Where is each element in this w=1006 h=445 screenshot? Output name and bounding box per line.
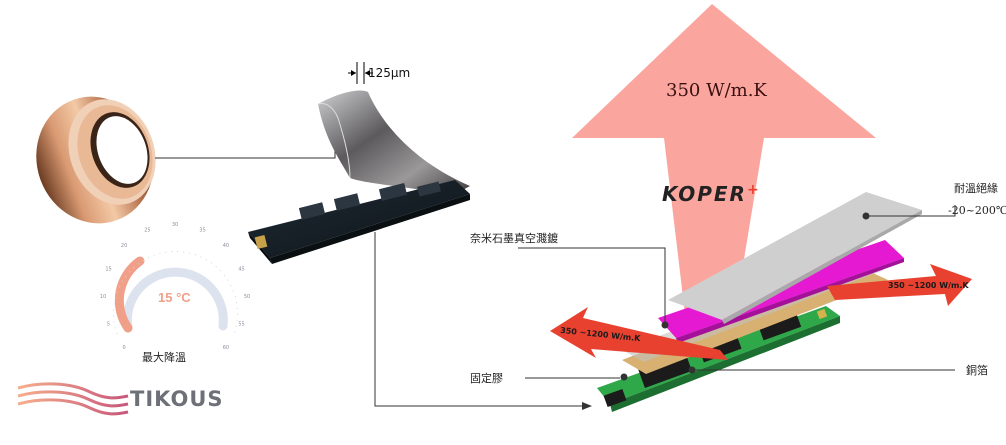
callout-lines [518,205,956,379]
exploded-stack [597,192,922,412]
gauge-tick-60: 60 [223,345,229,351]
brand-logo: TIKOUS [130,387,224,411]
gauge-fill [114,256,145,333]
callout-fixing-glue: 固定膠 [470,372,503,385]
callout-dot-graphite [661,321,669,329]
gauge-tick-50: 50 [244,294,250,300]
copper-tape-roll [36,96,156,224]
main-heat-arrow [572,4,876,356]
koper-logo-text: KOPER [662,182,747,206]
gauge-tick-10: 10 [100,294,106,300]
insulation-layer [668,192,922,320]
gauge-value: 15 °C [158,290,191,305]
gauge-caption: 最大降溫 [142,351,186,364]
temperature-gauge [113,251,238,335]
callout-dot-copper [688,366,696,374]
gauge-tick-30: 30 [172,222,178,228]
thickness-label: 125µm [368,66,411,80]
gauge-tick-0: 0 [123,345,126,351]
callout-heat-resistant-insulation: 耐溫絕緣 [954,182,998,195]
gauge-tick-55: 55 [238,322,244,328]
tikous-logo-mark [17,382,129,416]
graphite-foil-sheet [318,90,470,196]
side-heat-arrow-left [550,307,728,360]
ssd-connector-arrowhead [582,402,592,410]
gauge-tick-45: 45 [238,266,244,272]
koper-logo: KOPER+ [662,182,761,206]
gauge-tick-25: 25 [144,228,150,234]
callout-dot-insulation [862,212,870,220]
gauge-tick-labels: 0 5 10 15 20 25 30 35 40 45 50 55 60 [100,222,250,351]
callout-temperature-range: -20~200℃ [948,204,1006,217]
ssd-connector-line [374,232,582,407]
callout-nano-graphite: 奈米石墨真空濺鍍 [470,232,558,245]
koper-logo-plus: + [746,182,761,198]
gauge-tick-5: 5 [107,322,110,328]
main-arrow-label: 350 W/m.K [666,80,767,101]
gauge-tick-15: 15 [105,266,111,272]
callout-copper-foil: 銅箔 [966,364,988,377]
gauge-tick-35: 35 [199,228,205,234]
ssd-board-left [248,180,470,264]
gauge-tick-20: 20 [121,243,127,249]
thickness-marker [348,62,373,84]
callout-dot-glue [620,373,628,381]
side-heat-arrow-right [827,264,972,306]
side-arrow-right-label: 350 ~1200 W/m.K [888,281,969,290]
gauge-tick-40: 40 [223,243,229,249]
roll-connector-line [155,132,336,159]
gauge-track [122,267,228,333]
